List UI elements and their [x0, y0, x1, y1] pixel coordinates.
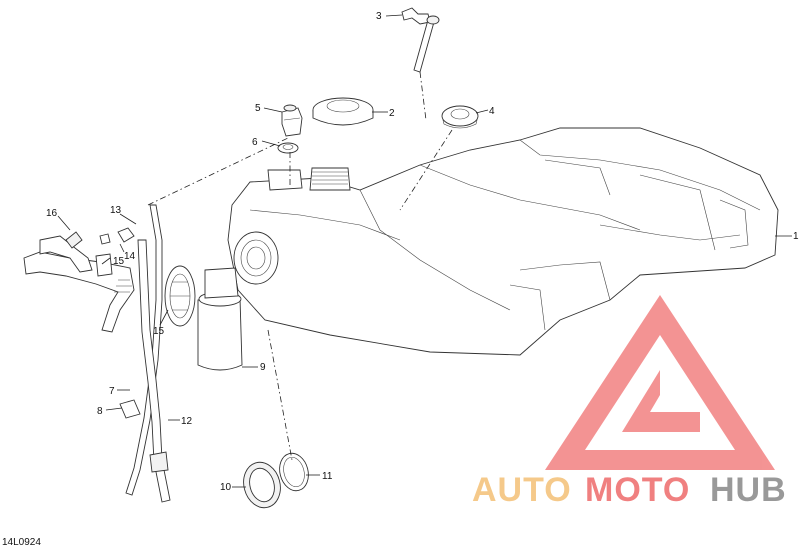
callout-7: 7: [109, 386, 115, 397]
diagram-code: 14L0924: [2, 537, 41, 548]
callout-15b: 15: [153, 326, 165, 337]
vent-tube: [401, 7, 440, 73]
fuel-tank: [227, 127, 779, 356]
watermark-text-moto: MOTO: [585, 471, 690, 509]
callout-3: 3: [376, 11, 382, 22]
callout-4: 4: [489, 106, 495, 117]
callout-1: 1: [793, 231, 799, 242]
callout-10: 10: [220, 482, 232, 493]
watermark-text-hub: HUB: [710, 471, 787, 509]
callout-11: 11: [322, 471, 333, 482]
callout-5: 5: [255, 103, 261, 114]
grommet: [441, 105, 479, 129]
callout-8: 8: [97, 406, 103, 417]
valve-grommet: [277, 142, 299, 154]
callout-6: 6: [252, 137, 258, 148]
callout-2: 2: [389, 108, 395, 119]
callout-16: 16: [46, 208, 58, 219]
fuel-cap: [312, 97, 374, 126]
fuel-pump: [164, 265, 243, 371]
fuel-hoses: [23, 204, 171, 503]
callout-14: 14: [124, 251, 136, 262]
callout-13: 13: [110, 205, 122, 216]
watermark-text-auto: AUTO: [472, 471, 572, 509]
callout-12: 12: [181, 416, 193, 427]
ring-nut: [243, 461, 281, 509]
callout-15a: 15: [113, 256, 125, 267]
valve: [281, 104, 303, 137]
leader-lines: [57, 14, 792, 488]
pump-seal: [279, 452, 309, 492]
callout-9: 9: [260, 362, 266, 373]
callouts: 1 2 3 4 5 6 7 8 9 10 11 12 13 14 15 15 1…: [46, 11, 799, 493]
watermark-logo: [545, 295, 775, 470]
